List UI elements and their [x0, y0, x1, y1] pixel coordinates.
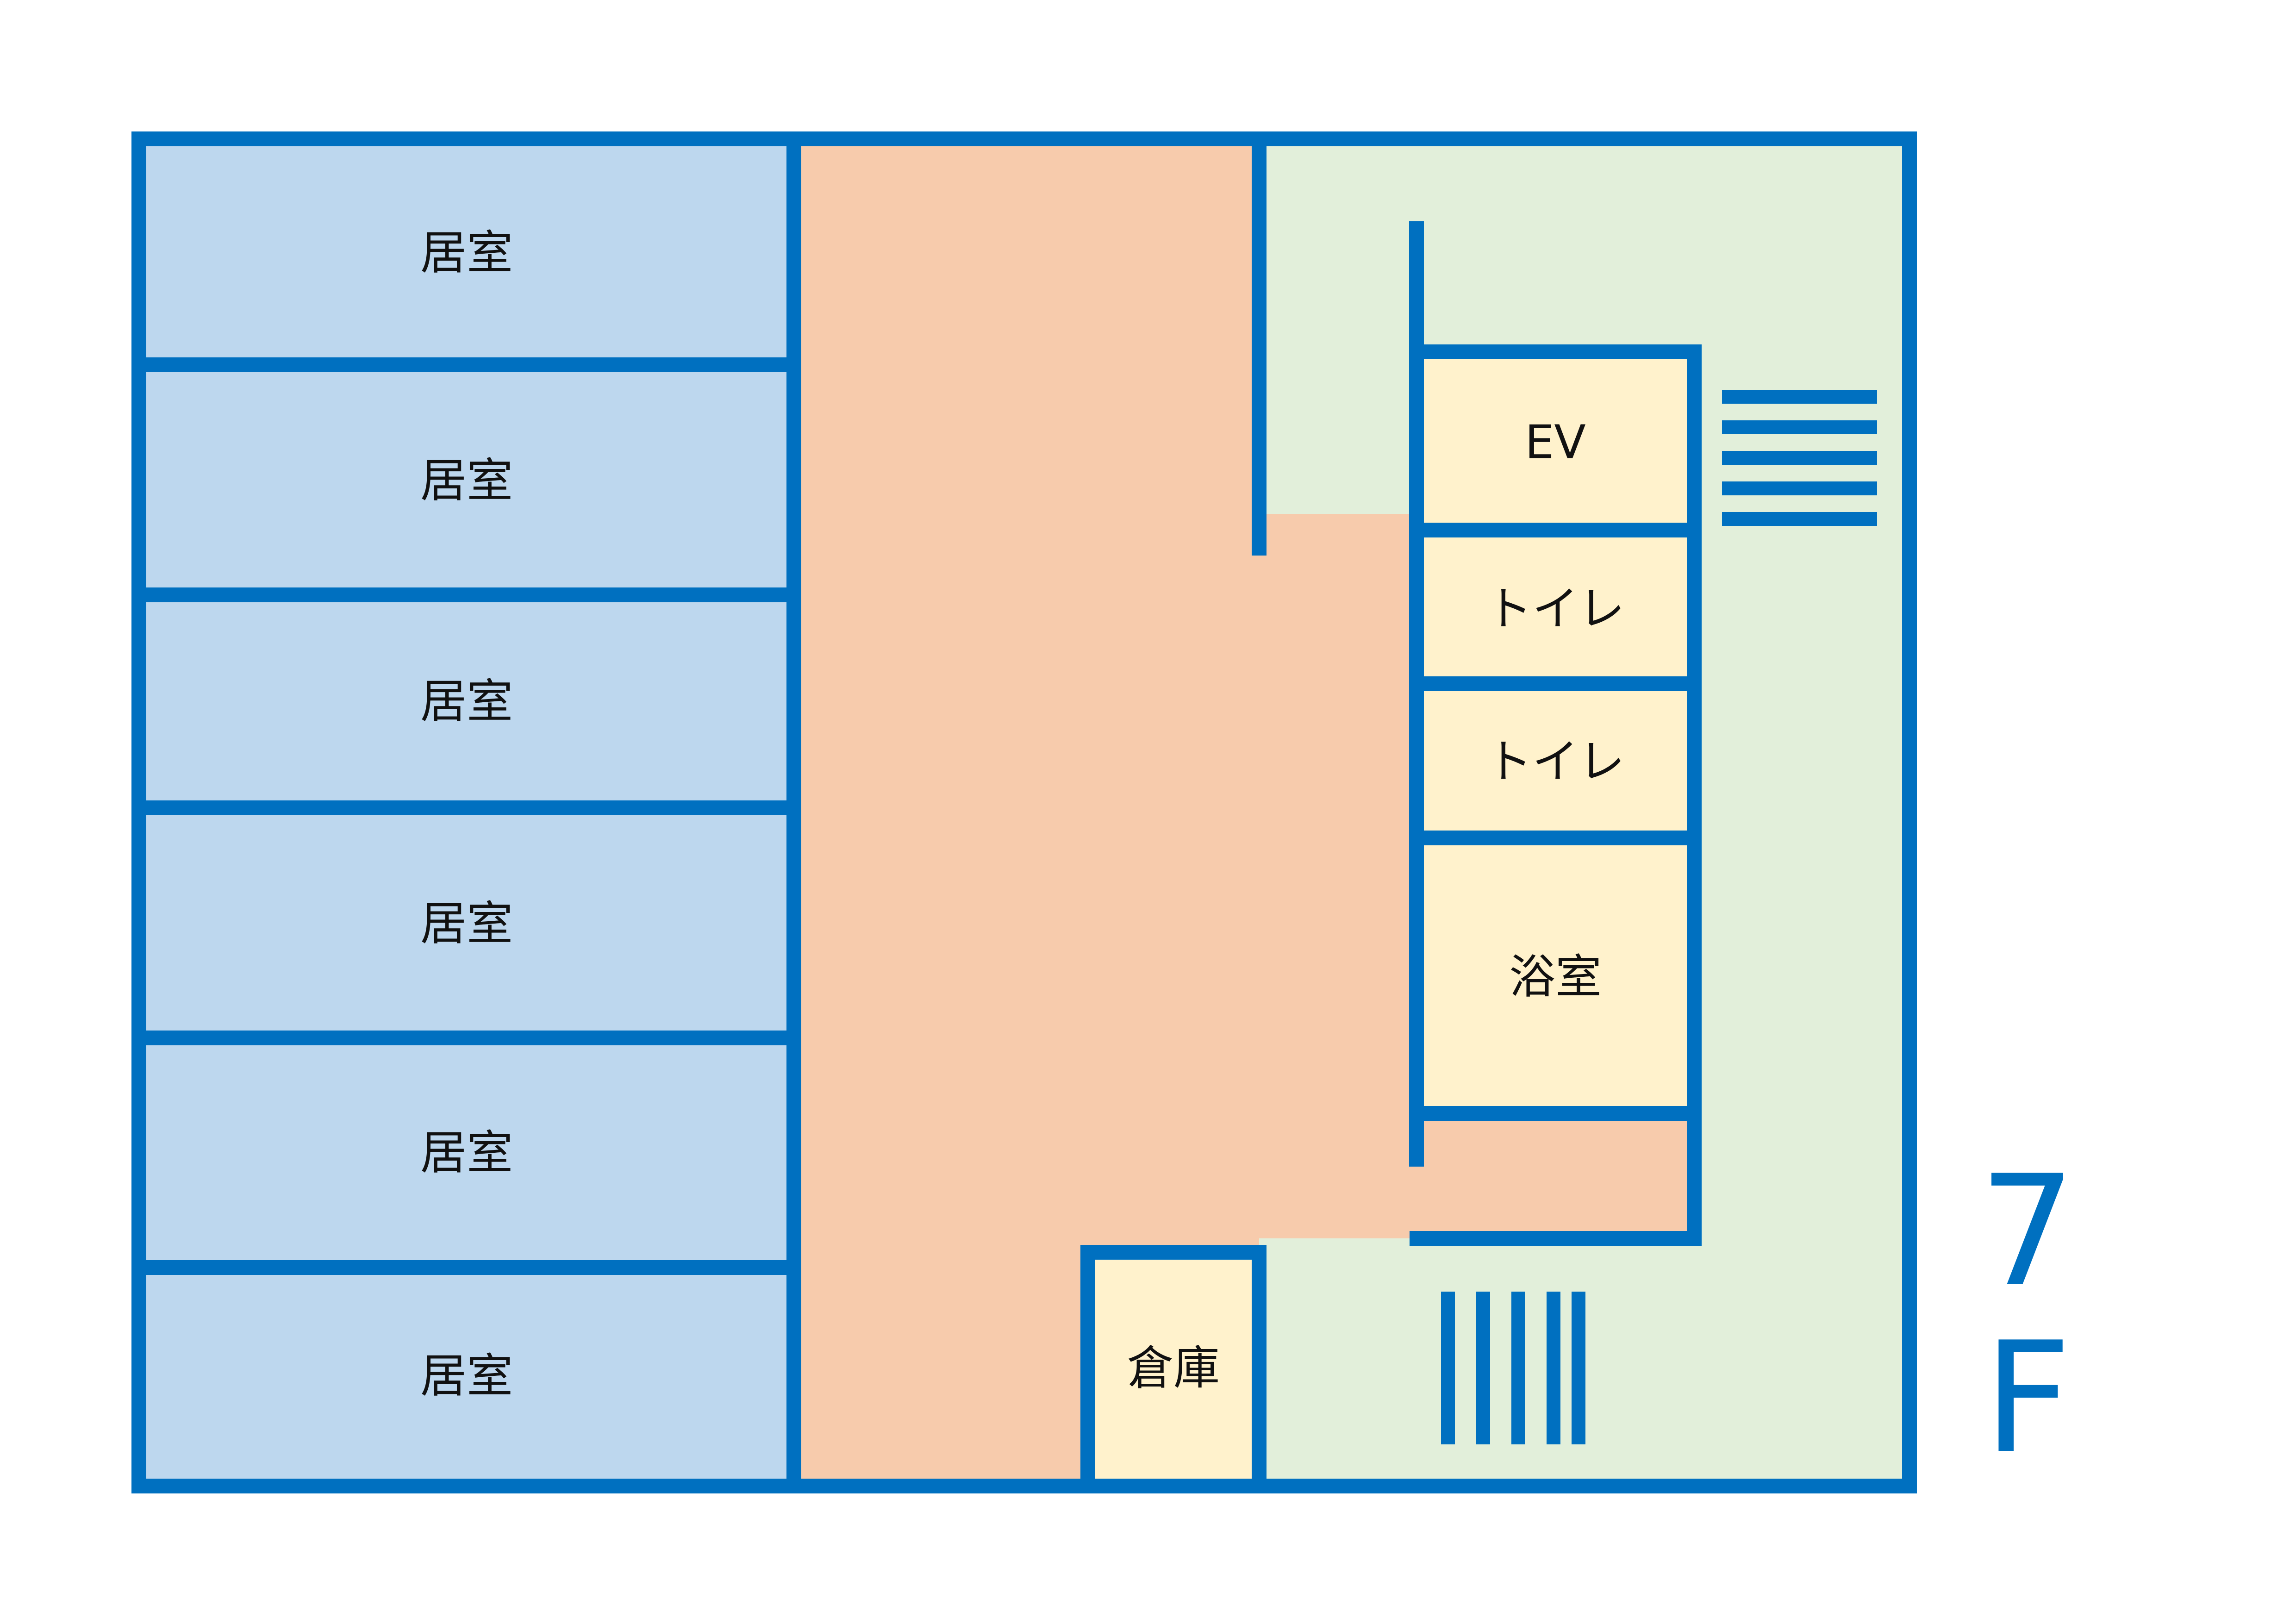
room-label-toilet-2: トイレ	[1486, 735, 1625, 789]
floor-indicator: 7 F	[1979, 1143, 2076, 1487]
room-label-toilet-1: トイレ	[1486, 582, 1625, 636]
corridor	[794, 139, 1694, 1486]
stairs-horizontal-icon	[1722, 390, 1877, 526]
room-label-elevator: EV	[1525, 415, 1586, 469]
wall-storage	[1080, 1245, 1267, 1486]
room-label-bathroom: 浴室	[1509, 950, 1602, 1004]
room-label-living-3: 居室	[420, 675, 513, 729]
room-label-storage: 倉庫	[1127, 1341, 1220, 1395]
room-label-living-5: 居室	[420, 1126, 513, 1180]
room-label-living-4: 居室	[420, 897, 513, 951]
service-core	[1416, 352, 1694, 1120]
stairs-vertical-icon	[1441, 1292, 1585, 1444]
floor-letter: F	[1984, 1309, 2071, 1487]
room-labels: 居室 居室 居室 居室 居室 居室 EV トイレ トイレ 浴室 倉庫	[420, 226, 1625, 1403]
walls	[131, 131, 1917, 1493]
storage-room	[1088, 1252, 1259, 1486]
room-label-living-6: 居室	[420, 1349, 513, 1403]
room-label-living-2: 居室	[420, 454, 513, 508]
room-label-living-1: 居室	[420, 226, 513, 280]
floor-number: 7	[1979, 1143, 2076, 1320]
